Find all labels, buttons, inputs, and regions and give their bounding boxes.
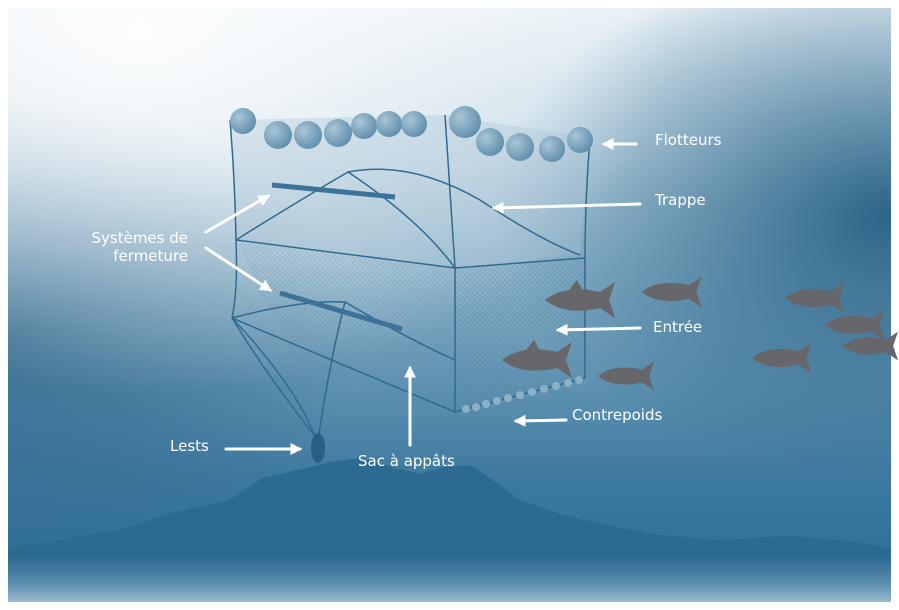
float bbox=[506, 133, 534, 161]
label-counterweights: Contrepoids bbox=[572, 406, 662, 424]
float bbox=[376, 111, 402, 137]
float bbox=[567, 127, 593, 153]
label-trap-door: Trappe bbox=[655, 191, 706, 209]
float bbox=[264, 121, 292, 149]
arrow-entry bbox=[558, 328, 640, 330]
float bbox=[294, 121, 322, 149]
float bbox=[539, 136, 565, 162]
label-weights: Lests bbox=[170, 437, 209, 455]
float bbox=[351, 113, 377, 139]
label-floats: Flotteurs bbox=[655, 131, 721, 149]
weight-sinker bbox=[311, 433, 325, 463]
arrow-counterweights bbox=[516, 420, 566, 421]
float bbox=[449, 106, 481, 138]
float bbox=[230, 108, 256, 134]
label-closure-systems: Systèmes de fermeture bbox=[60, 229, 188, 265]
label-entry: Entrée bbox=[653, 318, 702, 336]
float bbox=[401, 111, 427, 137]
label-bait-bag: Sac à appâts bbox=[358, 452, 455, 470]
float bbox=[476, 128, 504, 156]
float bbox=[324, 119, 352, 147]
